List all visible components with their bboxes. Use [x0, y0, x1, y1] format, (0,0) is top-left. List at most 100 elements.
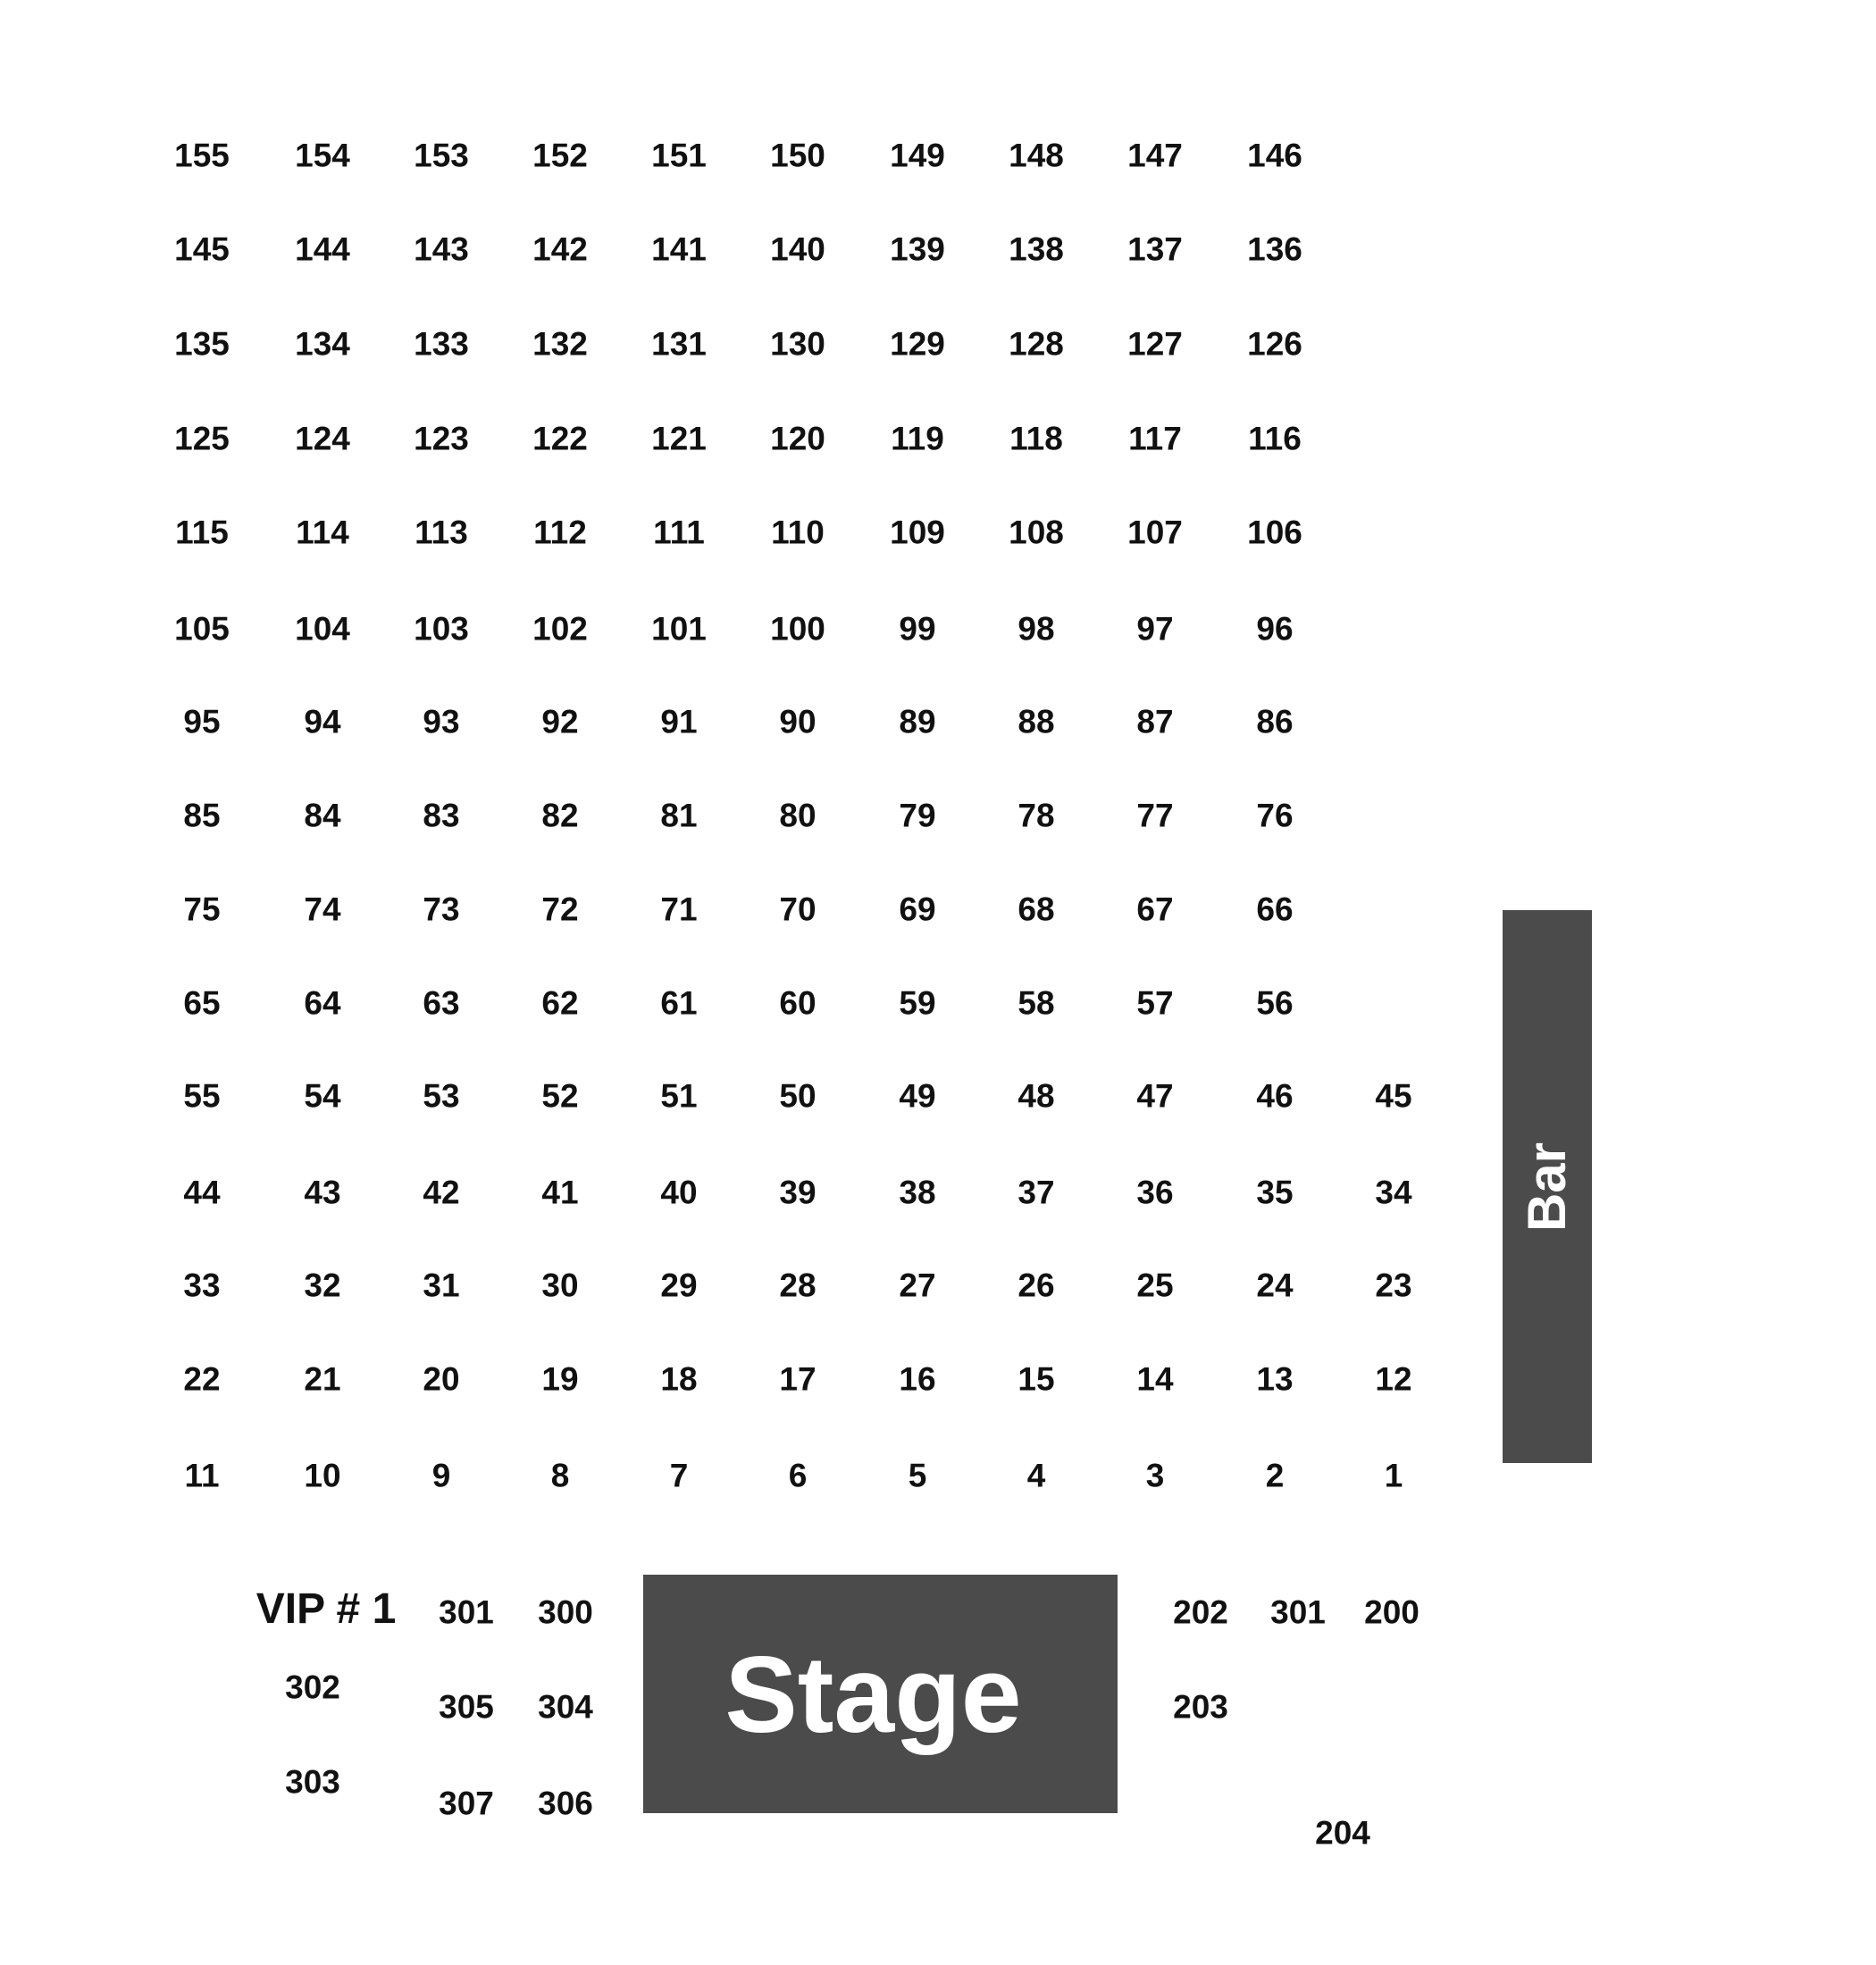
vip-seat-label: 304	[538, 1688, 593, 1726]
seat-label: 12	[1375, 1360, 1412, 1398]
seat-label: 91	[660, 703, 698, 740]
seat-label: 116	[1248, 420, 1302, 457]
seat-label: 144	[295, 230, 350, 268]
seat-label: 37	[1018, 1174, 1055, 1211]
vip-seat-label: 303	[285, 1763, 340, 1801]
seat-label: 142	[532, 230, 588, 268]
seat-label: 141	[651, 230, 707, 268]
seat-label: 71	[660, 891, 698, 928]
seat-label: 19	[541, 1360, 579, 1398]
seat-label: 87	[1136, 703, 1174, 740]
seat-label: 118	[1009, 420, 1063, 457]
seat-label: 99	[899, 610, 936, 648]
seat-label: 86	[1256, 703, 1294, 740]
seat-label: 43	[304, 1174, 341, 1211]
seat-label: 104	[295, 610, 350, 648]
seat-label: 16	[899, 1360, 936, 1398]
seat-label: 89	[899, 703, 936, 740]
seat-label: 63	[423, 984, 460, 1022]
seat-label: 57	[1136, 984, 1174, 1022]
seat-label: 143	[414, 230, 469, 268]
seat-label: 136	[1247, 230, 1302, 268]
seat-label: 32	[304, 1267, 341, 1304]
seat-label: 78	[1018, 797, 1055, 834]
vip-seat-label: 307	[439, 1785, 494, 1822]
seat-label: 47	[1136, 1077, 1174, 1115]
seat-label: 52	[541, 1077, 579, 1115]
seat-label: 11	[184, 1457, 220, 1494]
seat-label: 90	[779, 703, 817, 740]
seat-label: 75	[183, 891, 221, 928]
seat-label: 41	[541, 1174, 579, 1211]
seat-label: 76	[1256, 797, 1294, 834]
seat-label: 125	[174, 420, 230, 457]
seat-label: 3	[1145, 1457, 1165, 1494]
seat-label: 106	[1247, 514, 1302, 551]
seat-label: 117	[1128, 420, 1182, 457]
seat-label: 148	[1009, 137, 1064, 174]
seat-label: 56	[1256, 984, 1294, 1022]
seat-label: 14	[1136, 1360, 1174, 1398]
seat-label: 61	[660, 984, 698, 1022]
seat-label: 126	[1247, 325, 1302, 363]
seat-label: 20	[423, 1360, 460, 1398]
vip-seat-label: 300	[538, 1593, 593, 1631]
seat-label: 146	[1247, 137, 1302, 174]
seat-label: 8	[550, 1457, 570, 1494]
seat-label: 4	[1026, 1457, 1046, 1494]
seat-label: 122	[532, 420, 588, 457]
seat-label: 39	[779, 1174, 817, 1211]
seat-label: 40	[660, 1174, 698, 1211]
seat-label: 6	[788, 1457, 808, 1494]
vip-seat-label: 302	[285, 1668, 340, 1706]
seat-label: 85	[183, 797, 221, 834]
seat-label: 137	[1127, 230, 1183, 268]
seat-label: 139	[890, 230, 945, 268]
seat-label: 25	[1136, 1267, 1174, 1304]
seat-label: 48	[1018, 1077, 1055, 1115]
seat-label: 36	[1136, 1174, 1174, 1211]
seat-label: 66	[1256, 891, 1294, 928]
seat-label: 112	[533, 514, 587, 551]
seat-label: 72	[541, 891, 579, 928]
seat-label: 9	[431, 1457, 451, 1494]
seat-label: 24	[1256, 1267, 1294, 1304]
seat-label: 135	[174, 325, 230, 363]
seat-label: 119	[891, 420, 944, 457]
seat-label: 105	[174, 610, 230, 648]
seat-label: 109	[890, 514, 945, 551]
seat-label: 114	[296, 514, 349, 551]
seat-label: 60	[779, 984, 817, 1022]
seat-label: 110	[771, 514, 825, 551]
seat-label: 69	[899, 891, 936, 928]
seat-label: 51	[660, 1077, 698, 1115]
seat-label: 23	[1375, 1267, 1412, 1304]
seat-label: 131	[651, 325, 707, 363]
seat-label: 22	[183, 1360, 221, 1398]
seat-label: 70	[779, 891, 817, 928]
seat-label: 28	[779, 1267, 817, 1304]
seat-label: 113	[415, 514, 468, 551]
seat-label: 152	[532, 137, 588, 174]
seat-label: 140	[770, 230, 825, 268]
seat-label: 42	[423, 1174, 460, 1211]
seat-label: 79	[899, 797, 936, 834]
seat-label: 77	[1136, 797, 1174, 834]
seat-label: 107	[1127, 514, 1183, 551]
seat-label: 17	[779, 1360, 817, 1398]
seat-label: 149	[890, 137, 945, 174]
seat-label: 96	[1256, 610, 1294, 648]
seat-label: 100	[770, 610, 825, 648]
seat-label: 13	[1256, 1360, 1294, 1398]
seat-label: 123	[414, 420, 469, 457]
seat-label: 138	[1009, 230, 1064, 268]
seat-label: 49	[899, 1077, 936, 1115]
seat-label: 64	[304, 984, 341, 1022]
seat-label: 68	[1018, 891, 1055, 928]
seat-label: 27	[899, 1267, 936, 1304]
seat-label: 102	[532, 610, 588, 648]
seat-label: 65	[183, 984, 221, 1022]
vip-seat-label: 305	[439, 1688, 494, 1726]
seat-label: 81	[660, 797, 698, 834]
